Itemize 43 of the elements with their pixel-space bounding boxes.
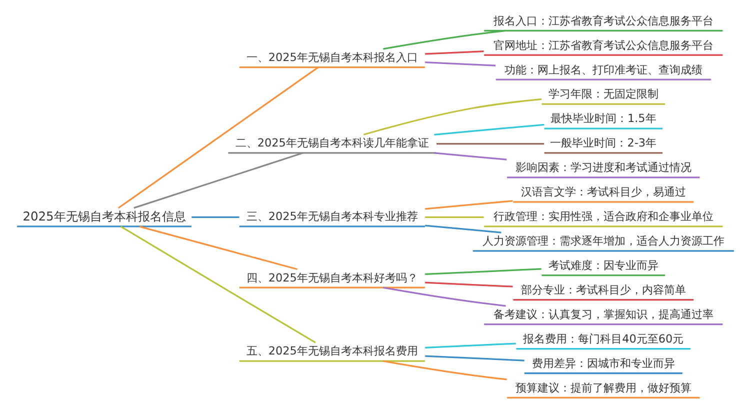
connector [424,62,496,66]
connector [382,360,506,380]
connector [138,226,297,270]
connector [382,286,506,307]
node-text: 官网地址：江苏省教育考试公众信息服务平台 [492,38,713,52]
connector [424,268,541,276]
node-text: 五、2025年无锡自考本科报名费用 [246,344,418,358]
node-text: 三、2025年无锡自考本科专业推荐 [246,210,418,224]
node-text: 费用差异：因城市和专业而异 [531,356,674,370]
node-text: 最快毕业时间：1.5年 [550,112,656,126]
node-text: 预算建议：提前了解费用，做好预算 [514,381,691,394]
connector [362,98,542,136]
node-text: 影响因素：学习进度和考试通过情况 [514,161,691,174]
connector [424,282,512,288]
node-text: 备考建议：认真复习，掌握知识，提高通过率 [492,308,713,321]
node-text: 人力资源管理：需求逐年增加，适合人力资源工作 [482,234,724,248]
node-text: 考试难度：因专业而异 [548,259,658,272]
connector [424,50,484,55]
connector [424,224,501,234]
node-text: 一、2025年无锡自考本科报名入口 [246,51,418,64]
node-text: 部分专业：考试科目少，内容简单 [520,284,686,297]
connector [434,152,506,160]
connector [120,226,316,344]
node-text: 报名费用：每门科目40元至60元 [522,332,684,346]
node-text: 报名入口：江苏省教育考试公众信息服务平台 [492,14,713,28]
connector [117,66,318,209]
connector [424,342,516,348]
node-text: 2025年无锡自考本科报名信息 [22,209,186,224]
node-text: 二、2025年无锡自考本科读几年能拿证 [234,136,428,150]
connector [424,355,524,362]
connector [382,30,506,50]
node-text: 一般毕业时间：2-3年 [550,136,656,150]
node-text: 行政管理：实用性强，适合政府和企事业单位 [492,210,713,224]
connector [436,143,544,145]
connector [434,124,544,136]
node-text: 功能：网上报名、打印准考证、查询成绩 [504,63,702,76]
connector [424,216,484,218]
node-text: 四、2025年无锡自考本科好考吗？ [246,271,418,284]
connector [191,216,239,218]
connector [133,152,303,209]
node-text: 学习年限：无固定限制 [548,88,658,101]
node-text: 汉语言文学：考试科目少，易通过 [520,186,686,199]
connector [424,200,512,210]
